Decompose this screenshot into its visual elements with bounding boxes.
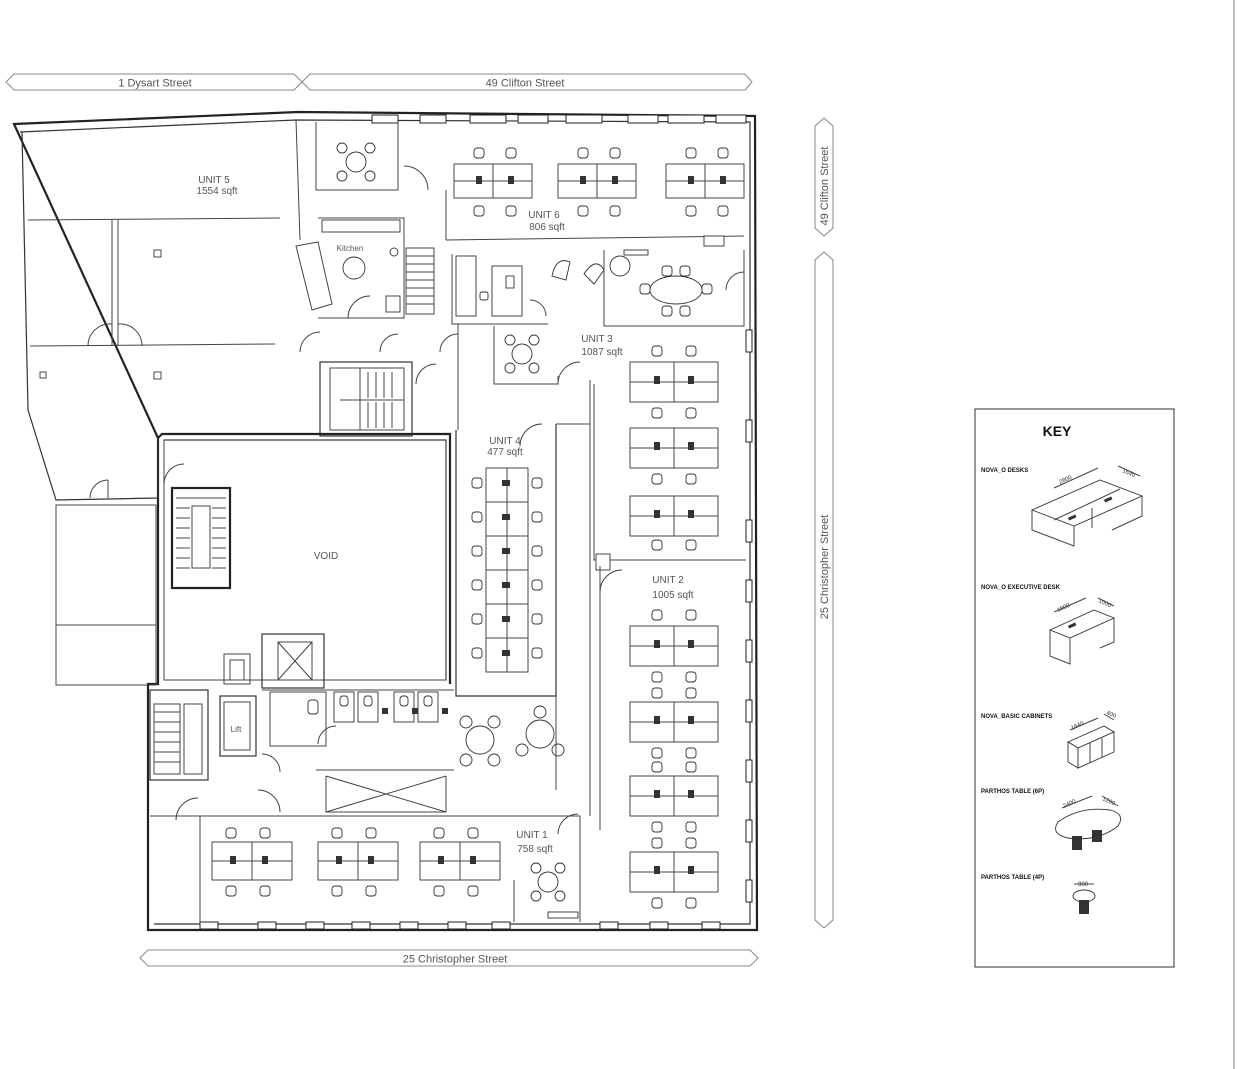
street-label-dysart: 1 Dysart Street (118, 78, 191, 90)
lift-label: Lift (231, 725, 242, 734)
unit-5-room (27, 217, 281, 499)
unit-4-area: 477 sqft (487, 447, 523, 458)
key-item-label: PARTHOS TABLE (4P) (981, 875, 1044, 881)
street-band-top-left: 1 Dysart Street (5, 73, 303, 91)
key-dim: 400 (1105, 710, 1117, 720)
unit-1-name: UNIT 1 (516, 830, 548, 841)
parthos-table-4p-icon (1072, 883, 1096, 914)
parthos-table-6p-icon (1055, 795, 1122, 850)
key-panel: KEY NOVA_O DESKS 2800 1640 NOVA_O EXECUT… (974, 408, 1175, 968)
kitchen-label: Kitchen (337, 244, 364, 253)
kitchen-stairs (405, 247, 435, 315)
corridor-walls (150, 324, 591, 817)
key-dim: 2400 (1062, 799, 1077, 810)
key-dim: 2800 (1058, 475, 1073, 486)
unit-3-desks (629, 345, 719, 551)
unit-1-label: UNIT 1 758 sqft (516, 830, 553, 855)
bottom-left-stairs (149, 689, 281, 821)
street-band-right-upper: 49 Clifton Street (814, 117, 834, 237)
unit-3-label: UNIT 3 1087 sqft (581, 334, 623, 358)
key-dim: 1640 (1070, 721, 1085, 732)
unit-2-room (599, 566, 719, 909)
unit-5-area: 1554 sqft (196, 186, 237, 197)
street-band-right-lower: 25 Christopher Street (814, 251, 834, 929)
void-label: VOID (314, 551, 338, 562)
meeting-room (603, 249, 745, 327)
unit-3-area: 1087 sqft (581, 347, 622, 358)
void-area (157, 432, 452, 684)
street-band-bottom: 25 Christopher Street (139, 949, 759, 967)
unit-1-area: 758 sqft (517, 844, 553, 855)
unit-2-area: 1005 sqft (652, 590, 693, 601)
lift-core: Lift (219, 633, 454, 813)
street-label-clifton-right: 49 Clifton Street (819, 147, 831, 226)
unit-5-name: UNIT 5 (198, 175, 230, 186)
unit-6-room (315, 122, 745, 247)
street-label-christopher-bottom: 25 Christopher Street (403, 954, 508, 966)
key-title: KEY (1043, 423, 1072, 439)
nova-o-executive-desk-icon (1048, 597, 1116, 665)
key-item-label: NOVA_O EXECUTIVE DESK (981, 585, 1061, 591)
lounge-area (459, 705, 565, 767)
bottom-windows (199, 921, 721, 930)
top-windows (371, 114, 747, 124)
outer-walls (12, 110, 759, 932)
small-offices (451, 254, 631, 325)
key-item-label: NOVA_BASIC CABINETS (981, 714, 1052, 720)
key-dim: 900 (1078, 882, 1089, 888)
unit-3-name: UNIT 3 (581, 334, 613, 345)
unit-2-label: UNIT 2 1005 sqft (652, 575, 694, 601)
key-dim: 1800 (1056, 603, 1071, 614)
street-label-clifton-top: 49 Clifton Street (486, 78, 565, 90)
desk-cluster (453, 163, 533, 199)
unit-1-room (199, 813, 581, 922)
nova-basic-cabinets-icon (1067, 713, 1115, 769)
right-windows (745, 329, 753, 903)
key-dim: 1640 (1121, 468, 1136, 479)
kitchen-room (295, 217, 435, 319)
unit-6-area: 806 sqft (529, 222, 565, 233)
unit-3-room (493, 326, 746, 571)
key-dim: 1200 (1101, 796, 1116, 807)
street-band-top-right: 49 Clifton Street (301, 73, 753, 91)
unit-5-label: UNIT 5 1554 sqft (196, 175, 237, 197)
nova-o-desks-icon (1030, 465, 1144, 547)
void-staircase (170, 486, 232, 590)
unit-2-name: UNIT 2 (652, 575, 684, 586)
unit-6-name: UNIT 6 (528, 210, 560, 221)
key-item-label: PARTHOS TABLE (6P) (981, 789, 1044, 795)
stair-core (299, 331, 459, 437)
street-label-christopher-right: 25 Christopher Street (819, 515, 831, 620)
unit-4-label: UNIT 4 477 sqft (487, 436, 523, 458)
unit-6-label: UNIT 6 806 sqft (528, 210, 565, 233)
desk-cluster (557, 163, 637, 199)
desk-cluster (665, 163, 745, 199)
key-dim: 1000 (1097, 598, 1112, 609)
unit-4-room (455, 423, 557, 697)
key-item-label: NOVA_O DESKS (981, 468, 1028, 474)
unit-4-name: UNIT 4 (489, 436, 521, 447)
